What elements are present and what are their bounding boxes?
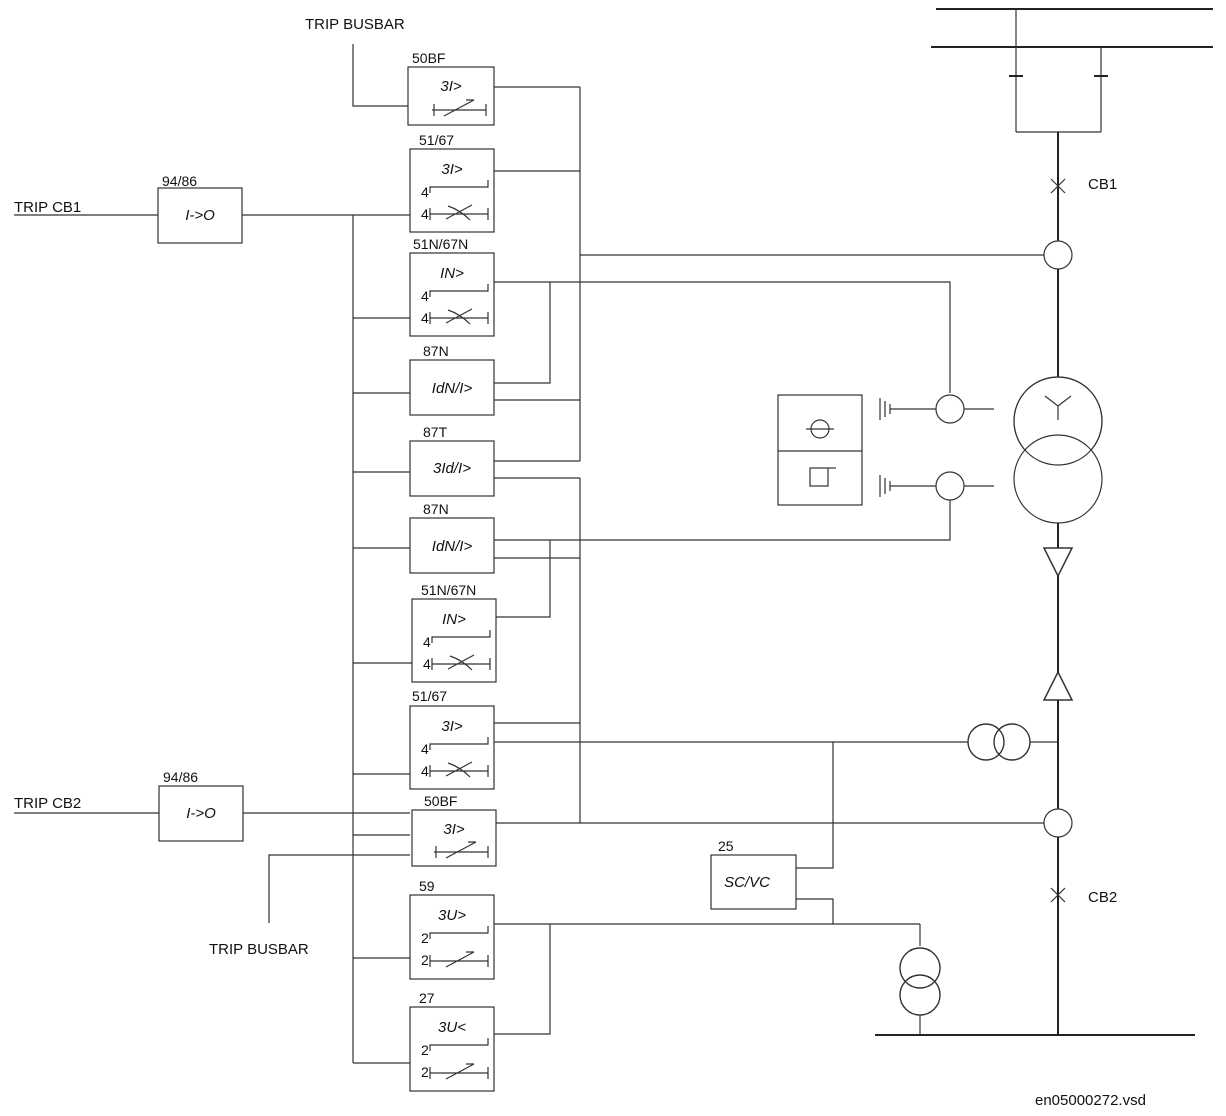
function-symbol: IdN/I>	[432, 538, 473, 555]
lockout-code: 94/86	[162, 173, 197, 189]
trip-cb1-label: TRIP CB1	[14, 199, 81, 216]
earth-icon	[879, 398, 936, 420]
function-block-59: 59 3U> 2 2	[409, 878, 495, 980]
function-code: 87T	[423, 424, 448, 440]
function-code: 51N/67N	[421, 582, 476, 598]
definite-time-icon	[429, 180, 489, 193]
cb1-label: CB1	[1088, 176, 1117, 193]
function-symbol: 3I>	[441, 718, 463, 735]
function-symbol: 3U>	[438, 907, 466, 924]
function-symbol: 3I>	[443, 821, 465, 838]
cable-end-down-icon	[1042, 547, 1074, 578]
function-block-50bf-lv: 50BF 3I>	[411, 793, 497, 867]
function-block-51-67-lv: 51/67 3I> 4 4	[409, 688, 495, 790]
neutral-ct-icon	[935, 394, 965, 424]
function-code: 51/67	[412, 688, 447, 704]
step-count-a: 4	[421, 184, 429, 200]
inverse-time-icon	[429, 204, 489, 221]
neutral-device-panel	[777, 394, 863, 506]
step-count-b: 2	[421, 1064, 429, 1080]
circuit-breaker-icon	[1050, 178, 1066, 194]
file-name: en05000272.vsd	[1035, 1092, 1146, 1109]
trip-busbar-top-wire	[352, 44, 410, 107]
step-count-a: 4	[421, 741, 429, 757]
function-block-50bf-hv: 50BF 3I>	[407, 50, 495, 126]
function-code: 51N/67N	[413, 236, 468, 252]
neutral-earthing	[777, 394, 994, 506]
primary-single-line: CB1 CB2	[875, 8, 1213, 1036]
step-count-a: 4	[421, 288, 429, 304]
lockout-symbol: I->O	[185, 207, 215, 224]
inverse-time-icon	[429, 761, 489, 778]
function-block-51-67-hv: 51/67 3I> 4 4	[409, 132, 495, 233]
current-transformer-icon	[1043, 240, 1073, 270]
trip-cb2-label: TRIP CB2	[14, 795, 81, 812]
trip-busbar-bottom-label: TRIP BUSBAR	[209, 941, 309, 958]
lockout-relay-1: 94/86 I->O	[157, 173, 243, 244]
busbar-voltage-transformer-icon	[899, 947, 941, 989]
timer-definite-icon	[432, 99, 487, 117]
earth-icon	[879, 475, 936, 497]
function-code: 25	[718, 838, 734, 854]
definite-time-icon-b	[429, 1063, 489, 1080]
function-symbol: 3Id/I>	[433, 460, 471, 477]
function-symbol: 3I>	[440, 78, 462, 95]
cb2-label: CB2	[1088, 889, 1117, 906]
cable-end-up-icon	[1042, 670, 1074, 701]
step-count-a: 2	[421, 1042, 429, 1058]
definite-time-icon	[431, 630, 491, 643]
function-code: 50BF	[412, 50, 445, 66]
definite-time-icon	[429, 284, 489, 297]
inverse-time-icon	[431, 654, 491, 671]
function-code: 59	[419, 878, 435, 894]
voltage-transformer-icon	[967, 723, 1005, 761]
trip-bus-wiring	[242, 214, 412, 1064]
step-count-b: 4	[423, 656, 431, 672]
function-code: 27	[419, 990, 435, 1006]
function-block-87n-lv: 87N IdN/I>	[409, 501, 495, 574]
transformer-winding-lv	[1013, 434, 1103, 524]
function-block-51n-67n-lv: 51N/67N IN> 4 4	[411, 582, 497, 683]
function-symbol: IdN/I>	[432, 380, 473, 397]
timer-definite-icon	[434, 841, 489, 859]
lockout-relay-2: 94/86 I->O	[158, 769, 244, 842]
step-count-b: 4	[421, 310, 429, 326]
step-count-b: 4	[421, 763, 429, 779]
function-symbol: IN>	[442, 611, 466, 628]
function-code: 50BF	[424, 793, 457, 809]
function-block-27: 27 3U< 2 2	[409, 990, 495, 1092]
definite-time-icon	[429, 926, 489, 939]
trip-busbar-bottom-wire	[268, 854, 410, 923]
function-symbol: 3I>	[441, 161, 463, 178]
resistor-symbol-icon	[809, 467, 829, 487]
function-block-25: 25 SC/VC	[710, 838, 797, 910]
inverse-time-icon	[429, 308, 489, 325]
wye-symbol-icon	[1044, 395, 1072, 420]
function-block-87t: 87T 3Id/I>	[409, 424, 495, 497]
definite-time-icon	[429, 1038, 489, 1051]
step-count-b: 4	[421, 206, 429, 222]
step-count-a: 4	[423, 634, 431, 650]
current-transformer-icon	[1043, 808, 1073, 838]
function-symbol: IN>	[440, 265, 464, 282]
measuring-wires	[494, 86, 1045, 1035]
function-code: 87N	[423, 343, 449, 359]
function-block-87n-hv: 87N IdN/I>	[409, 343, 495, 416]
definite-time-icon-b	[429, 951, 489, 968]
definite-time-icon	[429, 737, 489, 750]
neutral-ct-icon	[935, 471, 965, 501]
function-code: 51/67	[419, 132, 454, 148]
lockout-symbol: I->O	[186, 805, 216, 822]
function-symbol: SC/VC	[724, 874, 770, 891]
step-count-b: 2	[421, 952, 429, 968]
function-code: 87N	[423, 501, 449, 517]
function-block-51n-67n-hv: 51N/67N IN> 4 4	[409, 236, 495, 337]
lockout-code: 94/86	[163, 769, 198, 785]
trip-busbar-top-label: TRIP BUSBAR	[305, 16, 405, 33]
circuit-breaker-icon	[1050, 887, 1066, 903]
step-count-a: 2	[421, 930, 429, 946]
function-symbol: 3U<	[438, 1019, 466, 1036]
